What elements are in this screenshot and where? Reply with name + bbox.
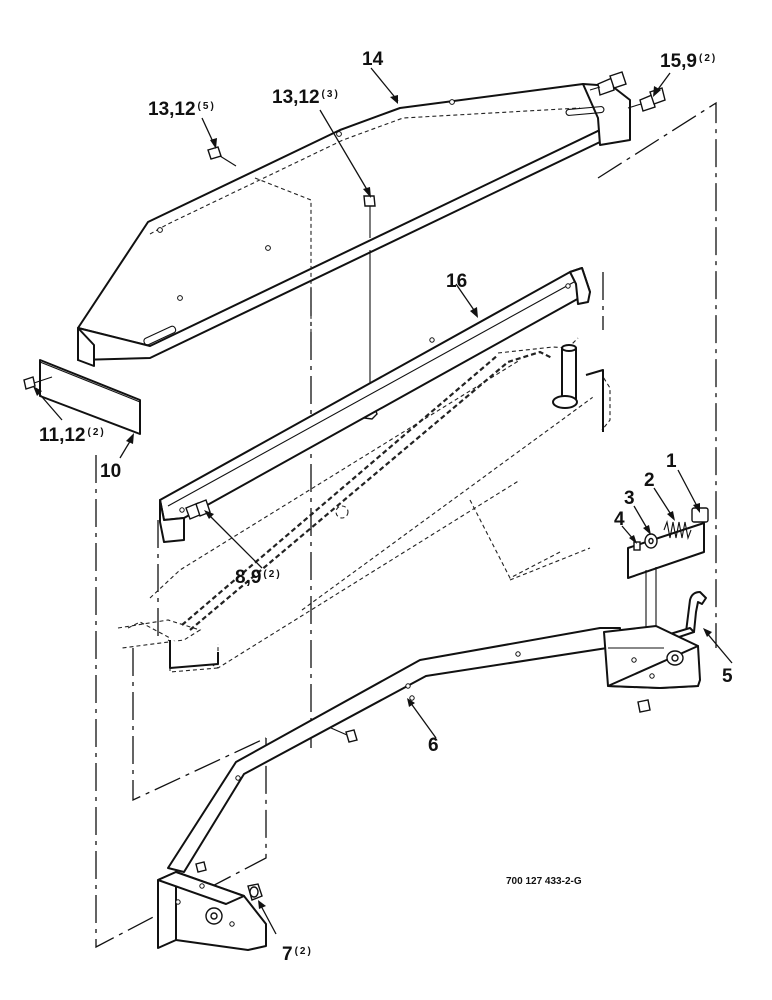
part-14-top-cover bbox=[77, 83, 631, 367]
part-16-angle-bar bbox=[159, 267, 591, 543]
callout-13-12-left: 13,12(5) bbox=[148, 100, 216, 119]
callout-number: 3 bbox=[624, 488, 635, 509]
hex-head-bolt-icon bbox=[589, 71, 627, 96]
callout-number: 14 bbox=[362, 49, 384, 70]
callout-number: 4 bbox=[614, 509, 625, 530]
part-10-end-plate bbox=[39, 359, 141, 435]
callout-15-9: 15,9(2) bbox=[660, 52, 717, 71]
callout-3: 3 bbox=[624, 489, 635, 508]
callout-number: 13,12 bbox=[148, 99, 196, 120]
hex-head-bolt-icon bbox=[23, 376, 53, 390]
hex-head-bolt-icon bbox=[627, 87, 666, 112]
callout-number: 8,9 bbox=[235, 567, 262, 588]
callout-number: 5 bbox=[722, 666, 733, 687]
callout-8-9: 8,9(2) bbox=[235, 568, 282, 587]
callout-1: 1 bbox=[666, 452, 677, 471]
callout-number: 7 bbox=[282, 944, 293, 965]
callout-5: 5 bbox=[722, 667, 733, 686]
callout-number: 10 bbox=[100, 461, 122, 482]
callout-16: 16 bbox=[446, 272, 467, 291]
right-vertical-post bbox=[552, 344, 604, 432]
hex-head-bolt-icon bbox=[207, 146, 237, 167]
callout-11-12: 11,12(2) bbox=[39, 426, 106, 445]
callout-number: 11,12 bbox=[39, 425, 86, 446]
flat-washer-icon bbox=[644, 533, 658, 549]
callout-quantity: (5) bbox=[197, 101, 216, 112]
spring-bracket-plate bbox=[627, 522, 705, 650]
callout-number: 15,9 bbox=[660, 51, 697, 72]
callout-2: 2 bbox=[644, 471, 655, 490]
hex-nut-icon bbox=[247, 883, 263, 901]
callout-4: 4 bbox=[614, 510, 625, 529]
callout-number: 16 bbox=[446, 271, 468, 292]
callout-14: 14 bbox=[362, 50, 383, 69]
drawing-number: 700 127 433-2-G bbox=[506, 876, 582, 887]
callout-quantity: (2) bbox=[87, 427, 106, 438]
callout-number: 6 bbox=[428, 735, 439, 756]
hidden-main-tube bbox=[127, 371, 611, 669]
hex-nut-icon bbox=[205, 907, 223, 925]
part-6-lower-bar bbox=[167, 625, 701, 873]
hidden-inner-frame bbox=[117, 337, 601, 673]
callout-quantity: (2) bbox=[698, 53, 718, 64]
callout-quantity: (2) bbox=[263, 569, 282, 580]
hex-head-bolt-icon bbox=[195, 861, 207, 873]
callout-number: 1 bbox=[666, 451, 677, 472]
callout-6: 6 bbox=[428, 736, 439, 755]
callout-10: 10 bbox=[100, 462, 121, 481]
callout-quantity: (3) bbox=[321, 89, 340, 100]
callout-quantity: (2) bbox=[294, 946, 313, 957]
callout-7: 7(2) bbox=[282, 945, 313, 964]
leader-lines bbox=[33, 67, 733, 935]
hex-nut-icon bbox=[637, 699, 651, 713]
phantom-outline-lines bbox=[95, 101, 717, 949]
callout-13-12-mid: 13,12(3) bbox=[272, 88, 340, 107]
callout-number: 2 bbox=[644, 470, 655, 491]
callout-number: 13,12 bbox=[272, 87, 320, 108]
hex-nut-icon bbox=[633, 541, 641, 551]
coil-spring-icon bbox=[663, 507, 709, 541]
hex-head-bolt-icon bbox=[330, 727, 358, 743]
